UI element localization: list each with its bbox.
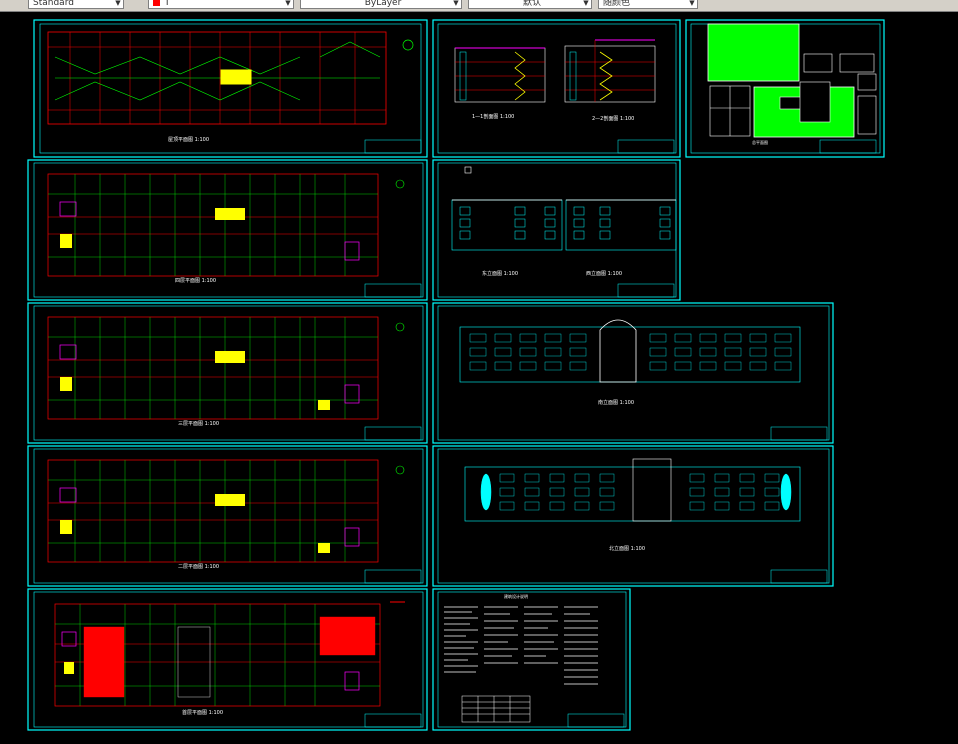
plot-style-dropdown[interactable]: 随颜色 ▼ <box>598 0 698 9</box>
east-elevation-label: 东立面图 1:100 <box>482 270 518 277</box>
design-notes-title: 建筑设计说明 <box>504 593 528 599</box>
text-style-dropdown[interactable]: Standard ▼ <box>28 0 124 9</box>
linetype-value: ByLayer <box>364 0 402 8</box>
chevron-down-icon: ▼ <box>583 0 589 7</box>
sheet-south-elevation[interactable]: 南立面图 1:100 <box>432 302 834 444</box>
view-marker <box>464 166 472 174</box>
drawing-canvas[interactable]: 屋顶平面图 1:100 1—1剖面图 1:100 <box>0 12 958 744</box>
north-elevation-title-block <box>770 569 828 584</box>
south-elevation-title-block <box>770 426 828 441</box>
chevron-down-icon: ▼ <box>453 0 459 7</box>
section-2-label: 2—2剖面图 1:100 <box>592 115 634 122</box>
section-1-label: 1—1剖面图 1:100 <box>472 113 514 120</box>
floor-1-title-block <box>364 713 422 728</box>
layer-value: Ⅰ <box>165 0 169 8</box>
west-elevation-drawing <box>565 199 677 251</box>
text-style-value: Standard <box>33 0 74 8</box>
sheet-floor-1-plan[interactable]: 首层平面图 1:100 <box>27 588 428 731</box>
sheet-floor-4-plan[interactable]: 四层平面图 1:100 <box>27 159 428 301</box>
roof-plan-drawing <box>47 31 414 125</box>
south-elevation-title: 南立面图 1:100 <box>598 399 634 406</box>
sheet-design-notes[interactable]: 建筑设计说明 <box>432 588 631 731</box>
chevron-down-icon: ▼ <box>285 0 291 7</box>
floor-2-title-block <box>364 569 422 584</box>
section-2-drawing <box>564 39 656 103</box>
design-notes-title-block <box>567 713 625 728</box>
sheet-roof-plan[interactable]: 屋顶平面图 1:100 <box>33 19 428 158</box>
north-elevation-title: 北立面图 1:100 <box>609 545 645 552</box>
sheet-sections[interactable]: 1—1剖面图 1:100 2—2剖面图 1:100 <box>432 19 681 158</box>
site-plan-title: 总平面图 <box>752 139 768 145</box>
floor-4-title: 四层平面图 1:100 <box>175 278 216 284</box>
sections-title-block <box>617 139 675 154</box>
chevron-down-icon: ▼ <box>689 0 695 7</box>
linetype-dropdown[interactable]: ByLayer ▼ <box>300 0 462 9</box>
site-plan-drawing <box>707 23 877 138</box>
layer-dropdown[interactable]: Ⅰ ▼ <box>148 0 294 9</box>
side-elevations-title-block <box>617 283 675 298</box>
chevron-down-icon: ▼ <box>115 0 121 7</box>
layer-color-swatch <box>153 0 160 6</box>
sheet-north-elevation[interactable]: 北立面图 1:100 <box>432 445 834 587</box>
floor-4-title-block <box>364 283 422 298</box>
south-elevation-drawing <box>459 319 801 383</box>
north-elevation-drawing <box>464 458 801 522</box>
floor-3-title-block <box>364 426 422 441</box>
floor-4-drawing <box>47 173 405 277</box>
sheet-floor-2-plan[interactable]: 二层平面图 1:100 <box>27 445 428 587</box>
door-window-schedule-table <box>461 695 531 723</box>
floor-2-title: 二层平面图 1:100 <box>178 564 219 570</box>
properties-toolbar: Standard ▼ Ⅰ ▼ ByLayer ▼ 默认 ▼ 随颜色 ▼ <box>0 0 958 12</box>
west-elevation-label: 西立面图 1:100 <box>586 270 622 277</box>
sheet-side-elevations[interactable]: 东立面图 1:100 西立面图 1:100 <box>432 159 681 301</box>
roof-plan-title: 屋顶平面图 1:100 <box>168 137 209 143</box>
lineweight-value: 默认 <box>522 0 541 8</box>
floor-1-title: 首层平面图 1:100 <box>182 709 223 716</box>
design-notes-text-columns <box>444 606 598 685</box>
sheet-floor-3-plan[interactable]: 三层平面图 1:100 <box>27 302 428 444</box>
floor-3-drawing <box>47 316 405 420</box>
section-1-drawing <box>454 47 546 103</box>
roof-plan-title-block <box>364 139 422 154</box>
lineweight-dropdown[interactable]: 默认 ▼ <box>468 0 592 9</box>
sheet-site-plan[interactable]: 总平面图 <box>685 19 885 158</box>
floor-2-drawing <box>47 459 405 563</box>
plot-style-value: 随颜色 <box>603 0 631 8</box>
floor-1-drawing <box>54 601 405 707</box>
east-elevation-drawing <box>451 199 563 251</box>
floor-3-title: 三层平面图 1:100 <box>178 421 219 427</box>
site-plan-title-block <box>819 139 877 154</box>
